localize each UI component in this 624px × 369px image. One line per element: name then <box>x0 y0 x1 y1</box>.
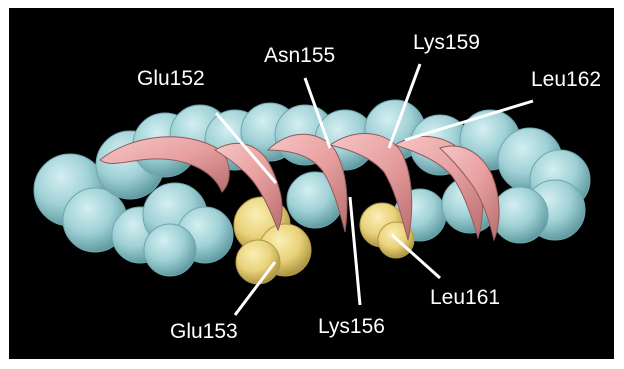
label-leu161: Leu161 <box>430 286 500 309</box>
label-asn155: Asn155 <box>264 44 335 67</box>
label-lys156: Lys156 <box>318 315 385 338</box>
label-glu153: Glu153 <box>170 320 238 343</box>
label-lys159: Lys159 <box>413 31 480 54</box>
label-glu152: Glu152 <box>137 67 205 90</box>
label-leu162: Leu162 <box>531 68 601 91</box>
